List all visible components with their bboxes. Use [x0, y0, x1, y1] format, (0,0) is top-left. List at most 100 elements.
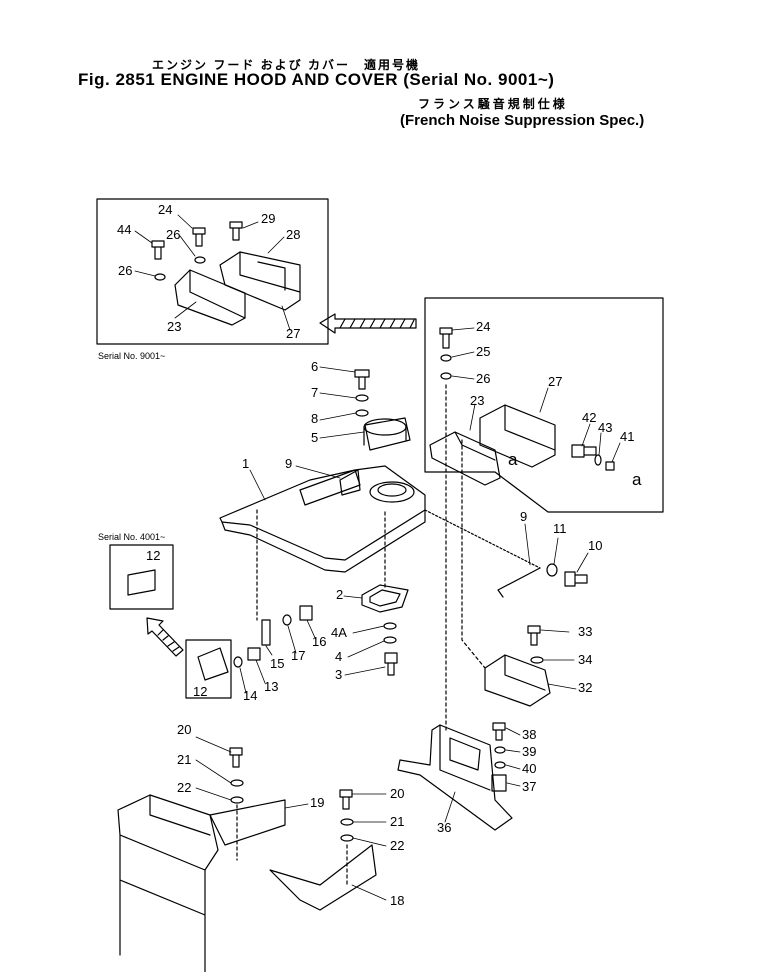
serial-label-9001: Serial No. 9001~ [98, 351, 166, 361]
callout-9: 9 [285, 456, 293, 471]
callout-16: 16 [312, 634, 327, 649]
callout-40: 40 [522, 761, 537, 776]
washer-43 [594, 454, 602, 466]
callout-21: 21 [390, 814, 405, 829]
callout-34: 34 [578, 652, 593, 667]
washer-39 [494, 746, 506, 754]
leader-lines [134, 214, 621, 901]
callout-22: 22 [177, 780, 192, 795]
callout-44: 44 [117, 222, 132, 237]
callout-33: 33 [578, 624, 593, 639]
panel-19 [209, 799, 286, 846]
callout-23: 23 [470, 393, 485, 408]
cover-27 [479, 404, 556, 468]
callout-11: 11 [553, 521, 567, 536]
washer-26-small-a [194, 256, 206, 264]
bolt-29-small [229, 221, 243, 241]
callout-10: 10 [588, 538, 603, 553]
bolt-3 [384, 652, 398, 676]
plate-12-upper [127, 569, 156, 596]
callout-5: 5 [311, 430, 319, 445]
bolt-16 [299, 605, 313, 621]
bolt-10 [564, 571, 588, 587]
washer-7 [355, 394, 369, 402]
callout-1: 1 [242, 456, 250, 471]
bolt-20-right [339, 789, 353, 810]
callout-18: 18 [390, 893, 405, 908]
washer-21-left [230, 779, 244, 787]
bolt-20-left [229, 747, 243, 768]
callout-32: 32 [578, 680, 593, 695]
inset-frame-left [109, 544, 174, 610]
callout-28: 28 [286, 227, 301, 242]
engine-hood-1 [219, 465, 426, 573]
washer-8 [355, 409, 369, 417]
callout-26: 26 [118, 263, 133, 278]
washer-21-right [340, 818, 354, 826]
figure-subtitle: (French Noise Suppression Spec.) [400, 112, 645, 129]
callout-a: a [632, 470, 642, 489]
callout-17: 17 [291, 648, 306, 663]
callout-29: 29 [261, 211, 276, 226]
bolt-33 [527, 625, 541, 646]
callout-14: 14 [243, 688, 258, 703]
callout-20: 20 [177, 722, 192, 737]
bolt-13 [247, 647, 261, 661]
cover-32 [484, 654, 551, 707]
callout-26: 26 [166, 227, 181, 242]
washer-11 [546, 563, 558, 577]
washer-17 [282, 614, 292, 626]
callout-15: 15 [270, 656, 285, 671]
bracket-15 [261, 619, 271, 646]
bolt-42 [571, 444, 597, 458]
callout-a: a [508, 450, 518, 469]
nut-41 [605, 461, 615, 471]
washer-4a [383, 622, 397, 630]
callout-36: 36 [437, 820, 452, 835]
bracket-36 [397, 724, 513, 831]
washer-22-left [230, 796, 244, 804]
callout-3: 3 [335, 667, 343, 682]
callout-22: 22 [390, 838, 405, 853]
inset-frame-right [424, 297, 664, 513]
callout-41: 41 [620, 429, 635, 444]
callout-6: 6 [311, 359, 319, 374]
washer-34 [530, 656, 544, 664]
bracket-23 [429, 431, 501, 486]
callout-38: 38 [522, 727, 537, 742]
callout-24: 24 [476, 319, 491, 334]
radiator-hood-assembly [117, 794, 219, 972]
gasket-2 [361, 584, 409, 613]
callout-9: 9 [520, 509, 528, 524]
callout-24: 24 [158, 202, 173, 217]
washer-14 [233, 656, 243, 668]
washer-40 [494, 761, 506, 769]
callout-2: 2 [336, 587, 344, 602]
callout-4: 4 [335, 649, 343, 664]
bolt-6 [354, 369, 370, 390]
callout-8: 8 [311, 411, 319, 426]
washer-26 [440, 372, 452, 380]
callout-7: 7 [311, 385, 319, 400]
callout-43: 43 [598, 420, 613, 435]
japanese-title: エンジン フード および カバー 適用号機 [152, 58, 421, 72]
washer-4 [383, 636, 397, 644]
panel-18 [269, 844, 377, 911]
callout-27: 27 [548, 374, 563, 389]
plate-12-lower [197, 647, 229, 681]
callout-20: 20 [390, 786, 405, 801]
bolt-24-small [192, 227, 206, 247]
hatched-arrow-left [146, 617, 184, 657]
washer-22-right [340, 834, 354, 842]
callout-13: 13 [264, 679, 279, 694]
callout-26: 26 [476, 371, 491, 386]
callout-19: 19 [310, 795, 325, 810]
bolt-24 [439, 327, 453, 349]
hatched-arrow-right [319, 313, 417, 334]
bolt-38 [492, 722, 506, 741]
washer-26-small-b [154, 273, 166, 281]
callout-23: 23 [167, 319, 182, 334]
callout-25: 25 [476, 344, 491, 359]
callout-4a: 4A [331, 625, 347, 640]
